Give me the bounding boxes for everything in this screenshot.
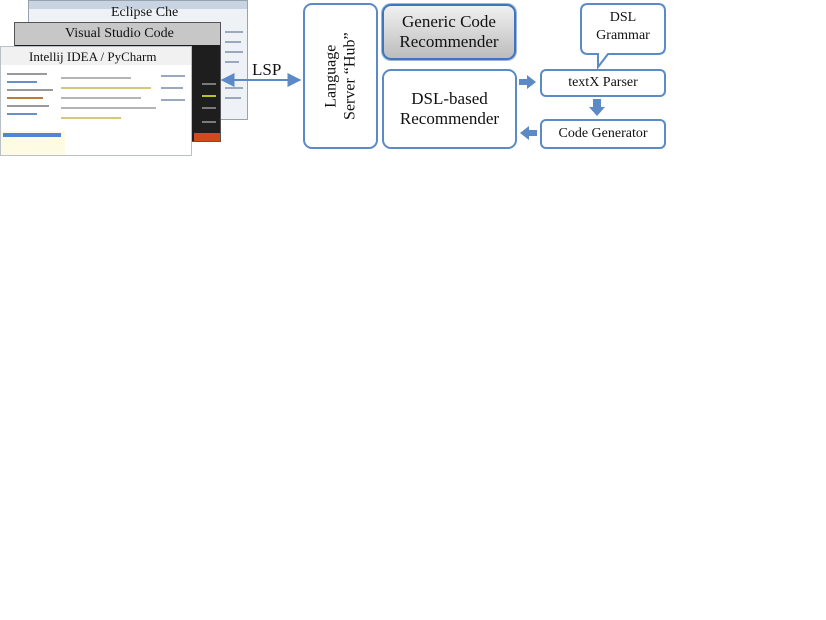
eclipse-toolbar [29,1,247,9]
language-server-hub-box: Language Server “Hub” [303,3,378,149]
vscode-line [202,107,216,109]
dsl-grammar-callout [580,3,666,70]
eclipse-che-label: Eclipse Che [111,5,179,20]
tree-selection [3,133,61,137]
textx-parser-label: textX Parser [568,74,638,90]
code-line [161,99,185,101]
eclipse-panel-line [225,97,241,99]
grammar-line-2: Grammar [596,28,650,44]
code-line [7,105,49,107]
code-line [61,77,131,79]
intellij-label: Intellij IDEA / PyCharm [29,49,157,64]
eclipse-panel-line [225,61,239,63]
intellij-titlebar [1,47,191,65]
textx-parser-box: textX Parser [540,69,666,97]
vscode-titlebar [15,23,220,45]
intellij-window: Intellij IDEA / PyCharm [0,46,192,156]
to-parser-arrow [519,75,536,89]
vscode-line [202,83,216,85]
vscode-label: Visual Studio Code [65,26,174,41]
dsl-grammar-label: DSL Grammar [583,9,663,45]
dsl-based-recommender-box: DSL-based Recommender [382,69,517,149]
dsl-rec-line-2: Recommender [399,109,500,128]
to-recommender-arrow [520,126,537,140]
vscode-status-bar [194,133,220,141]
eclipse-panel-line [225,41,241,43]
hub-line-2: Server “Hub” [341,32,359,120]
code-line [161,87,183,89]
code-line [61,97,141,99]
vscode-line [202,121,216,123]
parser-to-codegen-arrow [589,99,605,116]
code-line [161,75,185,77]
generic-line-1: Generic Code [402,12,496,32]
code-generator-box: Code Generator [540,119,666,149]
hub-line-1: Language [322,44,340,108]
eclipse-panel-line [225,51,243,53]
code-line [7,113,37,115]
grammar-line-1: DSL [609,10,637,25]
code-line [7,97,43,99]
code-line [61,87,151,89]
code-line [7,73,47,75]
generic-code-recommender-box: Generic Code Recommender [382,4,516,60]
vscode-line [202,95,216,97]
generic-line-2: Recommender [399,32,499,51]
lsp-label: LSP [252,60,282,79]
eclipse-panel-line [225,31,243,33]
code-generator-label: Code Generator [558,125,648,141]
code-line [61,107,156,109]
code-line [7,81,37,83]
dsl-rec-line-1: DSL-based [411,89,488,109]
eclipse-panel-line [225,87,243,89]
code-line [7,89,53,91]
code-line [61,117,121,119]
